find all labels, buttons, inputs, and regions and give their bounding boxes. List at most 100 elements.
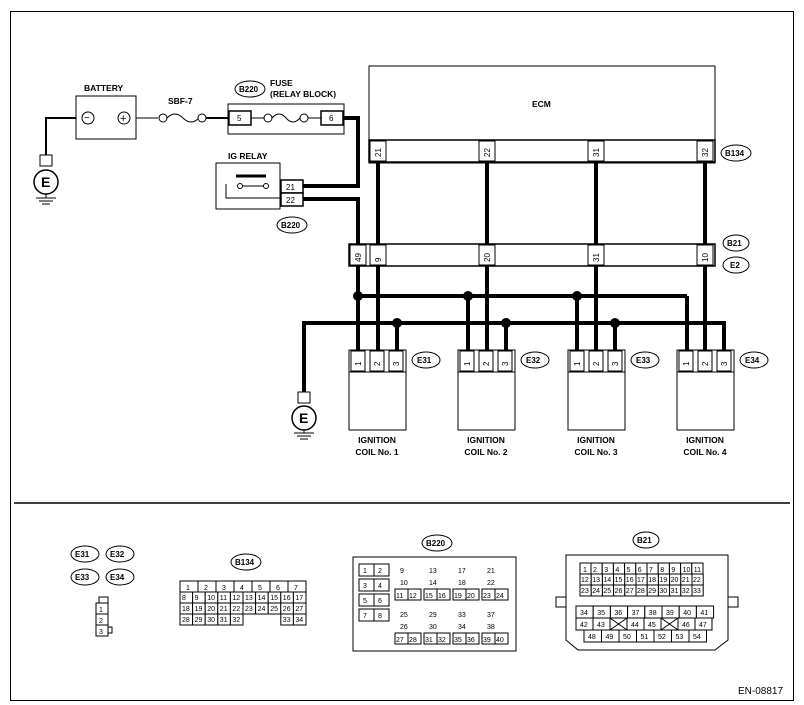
legend-b220-pin-17: 17 (458, 568, 466, 575)
ground-bus-junctions (392, 318, 620, 328)
document-id: EN-08817 (738, 686, 783, 697)
legend-b134-pin-6: 6 (276, 585, 280, 592)
legend-b220-pin-35: 35 (454, 637, 462, 644)
legend-b21-pin-21: 21 (682, 577, 690, 584)
connector-tag-e33: E33 (630, 351, 660, 369)
coil-signal-wires (376, 266, 707, 350)
ecm-pin-32: 32 (701, 148, 710, 157)
legend-tag-e34 (105, 568, 135, 586)
legend-b21-pin-34: 34 (580, 610, 588, 617)
legend-b134-pin-33: 33 (283, 617, 291, 624)
b21-pin-31: 31 (592, 253, 601, 262)
coil-pin-box (350, 350, 366, 372)
coil-pin-box (369, 350, 385, 372)
connector-tag-b220-bottom: B220 (276, 216, 308, 234)
legend-b220-pin-13: 13 (429, 568, 437, 575)
connector-tag-b134: B134 (720, 144, 752, 162)
relay-pin-22: 22 (286, 196, 295, 205)
legend-b21-pin-52: 52 (658, 634, 666, 641)
b21-pin-box (587, 244, 605, 266)
coil-pin-box (388, 350, 404, 372)
power-wires (303, 116, 360, 244)
ecm-pin-box (587, 140, 605, 162)
legend-b220-pin-16: 16 (438, 593, 446, 600)
legend-b21-pin-1: 1 (583, 567, 587, 574)
battery-minus-icon: − (84, 113, 90, 124)
connector-tag-e34: E34 (739, 351, 769, 369)
b21-pin-20: 20 (483, 253, 492, 262)
ig-relay-label: IG RELAY (228, 151, 268, 161)
legend-b220-pin-29: 29 (429, 612, 437, 619)
legend-b220-pin-39: 39 (483, 637, 491, 644)
ecm-pin-box (478, 140, 496, 162)
legend-b220-pin-18: 18 (458, 580, 466, 587)
legend-b21-pin-23: 23 (581, 588, 589, 595)
legend-b21-pin-13: 13 (592, 577, 600, 584)
legend-b21-pin-25: 25 (603, 588, 611, 595)
legend-b21-pin-7: 7 (649, 567, 653, 574)
svg-text:E34: E34 (745, 356, 760, 365)
legend-b220-pin-27: 27 (396, 637, 404, 644)
ecm-pin-box (696, 140, 714, 162)
legend-b220-pin-32: 32 (438, 637, 446, 644)
legend-b21-pin-46: 46 (682, 622, 690, 629)
legend-b134-pin-7: 7 (294, 585, 298, 592)
legend-b21-pin-12: 12 (581, 577, 589, 584)
legend-b220-pin-11: 11 (396, 593, 403, 600)
connector-tag-e32: E32 (520, 351, 550, 369)
coil-4-pin-1: 1 (682, 361, 691, 366)
legend-b21-pin-36: 36 (614, 610, 622, 617)
battery: BATTERY − + (75, 83, 137, 140)
ecm-pin-22: 22 (483, 148, 492, 157)
legend-b134-pin-26: 26 (283, 606, 291, 613)
legend-b220-pin-1: 1 (363, 568, 367, 575)
b21-pin-box (349, 244, 367, 266)
legend-b134-pin-5: 5 (258, 585, 262, 592)
legend-b220-pin-21: 21 (487, 568, 495, 575)
legend-b220-pin-24: 24 (496, 593, 504, 600)
legend-b21-pin-32: 32 (682, 588, 690, 595)
coil-1-pin-3: 3 (392, 361, 401, 366)
legend-b21-pin-28: 28 (637, 588, 645, 595)
legend-b134-pin-18: 18 (182, 606, 190, 613)
legend-b134-pin-25: 25 (270, 606, 278, 613)
legend-b21-pin-8: 8 (660, 567, 664, 574)
legend-b21-pin-43: 43 (597, 622, 605, 629)
legend-b220-pin-19: 19 (454, 593, 462, 600)
svg-text:E32: E32 (526, 356, 541, 365)
legend-b21-pin-2: 2 (593, 567, 597, 574)
legend-b134-pin-29: 29 (195, 617, 203, 624)
legend-b134-pin-24: 24 (258, 606, 266, 613)
coil-pin-box (697, 350, 713, 372)
legend-b21-pin-17: 17 (637, 577, 645, 584)
coil-label-2: COIL No. 3 (574, 447, 618, 457)
legend-b134-pin-12: 12 (232, 595, 240, 602)
legend-b21-pin-14: 14 (603, 577, 611, 584)
coil-body (457, 371, 516, 431)
ecm-pin-box (369, 140, 387, 162)
svg-text:B21: B21 (637, 536, 652, 545)
coil-pin-box (459, 350, 475, 372)
legend-b21-pin-37: 37 (632, 610, 640, 617)
coil-label: IGNITION (577, 435, 615, 445)
legend-b21-pin-54: 54 (693, 634, 701, 641)
legend-b220-pin-34: 34 (458, 624, 466, 631)
svg-text:B220: B220 (281, 221, 301, 230)
legend-b134-pin-32: 32 (232, 617, 240, 624)
ecm-signal-wires (376, 162, 707, 244)
svg-text:E31: E31 (417, 356, 432, 365)
fuse-pin-5: 5 (237, 114, 242, 123)
coil-3-pin-1: 1 (573, 361, 582, 366)
legend-b220-pin-26: 26 (400, 624, 408, 631)
legend-b220-pin-2: 2 (378, 568, 382, 575)
legend-b21-pin-42: 42 (580, 622, 588, 629)
legend-b21-pin-3: 3 (604, 567, 608, 574)
legend-b220-pin-20: 20 (467, 593, 475, 600)
legend-b21-pin-38: 38 (649, 610, 657, 617)
coil-label: IGNITION (686, 435, 724, 445)
